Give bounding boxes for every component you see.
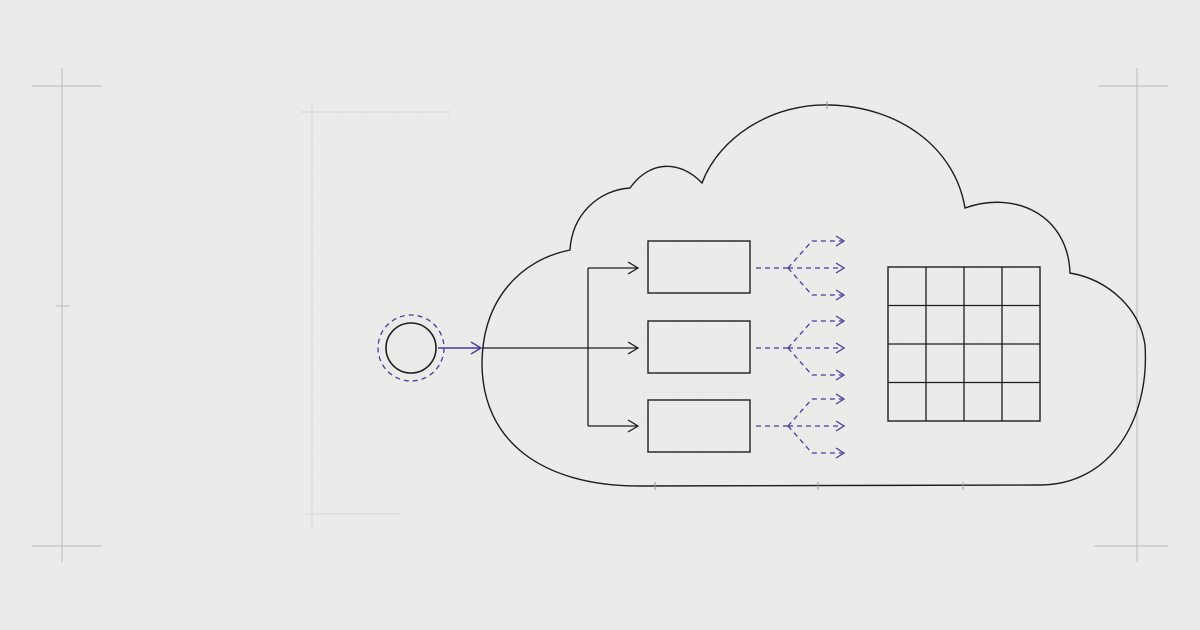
crop-marks [32, 68, 1168, 562]
client-to-cloud-connector [438, 341, 483, 355]
fanout-arrowhead [835, 315, 846, 327]
fanout-arrow [787, 347, 842, 376]
fanout-arrowhead [835, 420, 846, 432]
fanout-arrowhead [835, 262, 846, 274]
fanout-arrowhead [835, 393, 846, 405]
fanout-arrow [787, 425, 842, 454]
service-box-1 [647, 240, 751, 294]
cloud-ticks [654, 101, 964, 490]
fanout-group-3 [756, 393, 846, 459]
background-grid [312, 110, 1092, 530]
fanout-arrowhead [835, 369, 846, 381]
cloud-outline [481, 104, 1147, 487]
fanout-arrow [787, 267, 842, 296]
fanout-arrowhead [835, 342, 846, 354]
fanout-group-2 [756, 315, 846, 381]
service-box-2 [647, 320, 751, 374]
service-branch-lines [482, 261, 640, 433]
service-box-3 [647, 399, 751, 453]
data-grid [887, 266, 1041, 422]
fanout-group-1 [756, 235, 846, 301]
fanout-arrow [787, 320, 842, 349]
fanout-arrowhead [835, 289, 846, 301]
fanout-arrows [756, 235, 846, 459]
fanout-arrow [787, 240, 842, 269]
service-boxes [647, 240, 751, 453]
fanout-arrowhead [835, 447, 846, 459]
fanout-arrow [787, 398, 842, 427]
fanout-arrowhead [835, 235, 846, 247]
